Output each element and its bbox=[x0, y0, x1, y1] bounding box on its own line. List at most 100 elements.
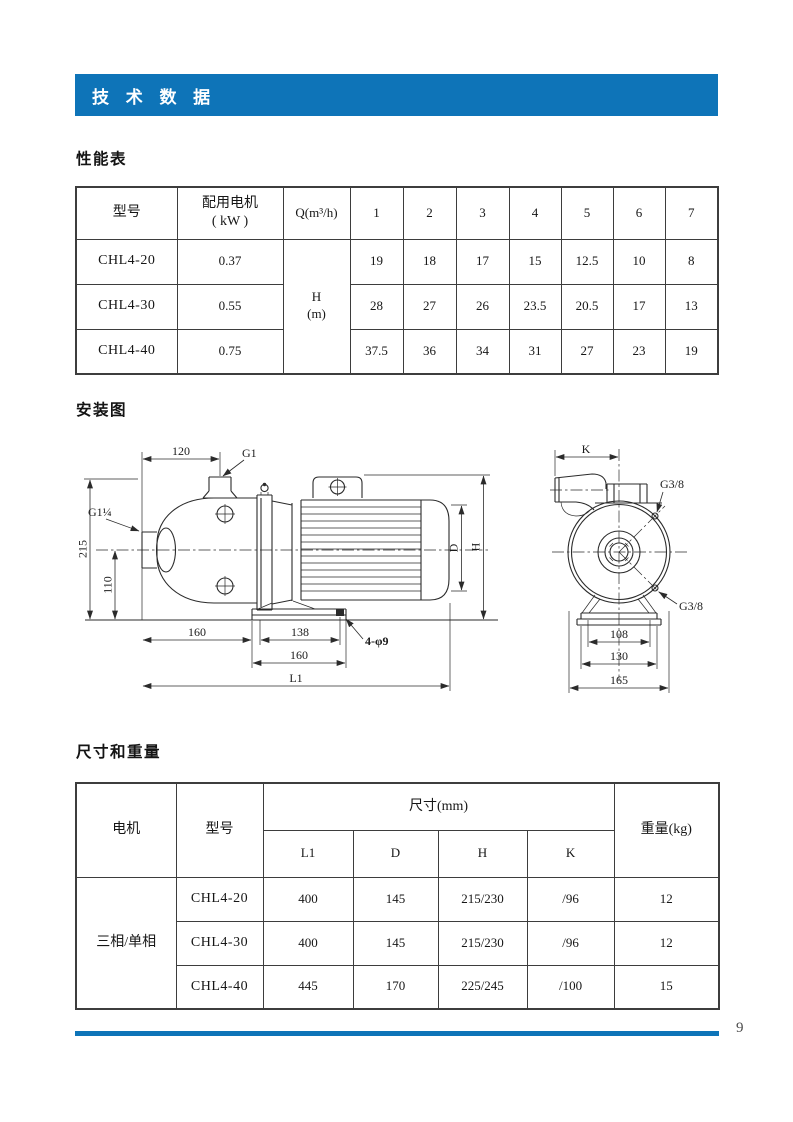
casing-circles bbox=[567, 500, 671, 604]
dim-label-120: 120 bbox=[172, 444, 190, 458]
dim-label-d: D bbox=[447, 543, 461, 552]
perf-col-flow: Q(m³/h) bbox=[282, 186, 351, 240]
perf-flow-4: 4 bbox=[508, 186, 562, 240]
dims-size-k: K bbox=[526, 829, 615, 878]
dims-header-row-2: L1 D H K bbox=[76, 829, 719, 878]
dims-d-value: 170 bbox=[352, 964, 439, 1010]
leader-g38-top bbox=[656, 491, 664, 513]
perf-head-value: 8 bbox=[664, 238, 719, 285]
perf-flow-3: 3 bbox=[455, 186, 510, 240]
pump-front-view-drawing: K G3/8 G3/8 108 130 165 bbox=[550, 442, 703, 693]
support-legs bbox=[581, 594, 657, 614]
perf-head-value: 34 bbox=[455, 328, 510, 375]
leader-g1 bbox=[222, 459, 245, 477]
performance-table: 型号 配用电机 ( kW ) Q(m³/h) 1 2 3 4 5 6 7 CHL… bbox=[75, 186, 719, 375]
perf-model-cell: CHL4-20 bbox=[75, 238, 178, 285]
leader-g38-bottom bbox=[658, 591, 678, 605]
dim-label-h: H bbox=[469, 542, 483, 551]
dims-col-weight: 重量(kg) bbox=[613, 782, 720, 878]
dim-label-130: 130 bbox=[610, 649, 628, 663]
motor-stool-plate bbox=[256, 494, 273, 611]
spout-underside bbox=[560, 501, 592, 517]
dims-k-value: /96 bbox=[526, 920, 615, 966]
perf-flow-7: 7 bbox=[664, 186, 719, 240]
extension-lines bbox=[84, 452, 490, 691]
dim-label-k: K bbox=[582, 442, 591, 456]
perf-model-cell: CHL4-40 bbox=[75, 328, 178, 375]
perf-col-motor-line2: ( kW ) bbox=[211, 214, 249, 230]
perf-head-unit-cell: H (m) bbox=[282, 238, 351, 375]
motor-adapter-cone bbox=[271, 500, 293, 605]
eyebolt bbox=[260, 482, 269, 495]
discharge-spout bbox=[554, 473, 607, 511]
dims-size-l1: L1 bbox=[262, 829, 354, 878]
leader-4-phi9 bbox=[345, 618, 364, 640]
dimensions-heading: 尺寸和重量 bbox=[76, 744, 162, 761]
perf-head-value: 36 bbox=[402, 328, 457, 375]
perf-col-model: 型号 bbox=[75, 186, 178, 240]
dims-size-h: H bbox=[437, 829, 528, 878]
perf-head-value: 15 bbox=[508, 238, 562, 285]
dims-header-row-1: 电机 型号 尺寸(mm) 重量(kg) bbox=[75, 782, 720, 878]
dimensions-table: 电机 型号 尺寸(mm) 重量(kg) L1 D H K 三相/单相 CHL4-… bbox=[75, 782, 721, 1010]
dims-col-model: 型号 bbox=[175, 782, 264, 878]
holes-label-4-phi9: 4-φ9 bbox=[365, 634, 388, 648]
dims-h-value: 225/245 bbox=[437, 964, 528, 1010]
dim-label-165: 165 bbox=[610, 673, 628, 687]
perf-row-chl4-30: CHL4-30 0.55 28 27 26 23.5 20.5 17 13 bbox=[75, 283, 719, 330]
pump-casing bbox=[156, 497, 257, 604]
perf-head-line1: H bbox=[311, 289, 322, 305]
perf-head-value: 13 bbox=[664, 283, 719, 330]
dims-h-value: 215/230 bbox=[437, 876, 528, 922]
drain-plug-top bbox=[651, 512, 659, 520]
perf-head-value: 12.5 bbox=[560, 238, 614, 285]
dims-motor-type-cell: 三相/单相 bbox=[75, 876, 177, 1010]
section-header-title: 技 术 数 据 bbox=[92, 87, 217, 107]
dims-model-cell: CHL4-30 bbox=[175, 920, 264, 966]
perf-col-motor: 配用电机 ( kW ) bbox=[176, 186, 284, 240]
dims-l1-value: 445 bbox=[262, 964, 354, 1010]
dim-label-138: 138 bbox=[291, 625, 309, 639]
footer-accent-line bbox=[75, 1031, 719, 1036]
dim-label-215: 215 bbox=[76, 540, 90, 558]
foot-bolt-hole bbox=[336, 609, 344, 616]
dims-weight-value: 15 bbox=[613, 964, 720, 1010]
perf-row-chl4-40: CHL4-40 0.75 37.5 36 34 31 27 23 19 bbox=[75, 328, 719, 375]
perf-head-value: 26 bbox=[455, 283, 510, 330]
installation-drawings: 120 G1 G1¼ 215 110 D H 160 138 160 L1 4-… bbox=[76, 442, 755, 711]
perf-head-value: 17 bbox=[455, 238, 510, 285]
dims-k-value: /96 bbox=[526, 876, 615, 922]
perf-head-value: 19 bbox=[664, 328, 719, 375]
dim-label-160b: 160 bbox=[290, 648, 308, 662]
perf-header-row: 型号 配用电机 ( kW ) Q(m³/h) 1 2 3 4 5 6 7 bbox=[75, 186, 719, 240]
installation-heading: 安装图 bbox=[76, 402, 128, 419]
perf-flow-5: 5 bbox=[560, 186, 614, 240]
port-label-g1-quarter: G1¼ bbox=[88, 505, 112, 519]
perf-head-value: 31 bbox=[508, 328, 562, 375]
perf-power-cell: 0.37 bbox=[176, 238, 284, 285]
dims-size-d: D bbox=[352, 829, 439, 878]
extension-lines-front bbox=[554, 450, 670, 693]
perf-head-value: 37.5 bbox=[349, 328, 404, 375]
performance-heading: 性能表 bbox=[76, 151, 128, 168]
dims-l1-value: 400 bbox=[262, 920, 354, 966]
perf-flow-2: 2 bbox=[402, 186, 457, 240]
dims-h-value: 215/230 bbox=[437, 920, 528, 966]
centerlines bbox=[550, 449, 688, 681]
dims-weight-value: 12 bbox=[613, 920, 720, 966]
dims-d-value: 145 bbox=[352, 920, 439, 966]
section-header-bar: 技 术 数 据 bbox=[75, 74, 718, 116]
motor-lifting-lug bbox=[312, 476, 363, 498]
base-plate-front bbox=[576, 612, 662, 626]
perf-row-chl4-20: CHL4-20 0.37 H (m) 19 18 17 15 12.5 10 8 bbox=[75, 238, 719, 375]
perf-flow-1: 1 bbox=[349, 186, 404, 240]
dims-row-chl4-20: 三相/单相 CHL4-20 400 145 215/230 /96 12 bbox=[75, 876, 720, 1010]
top-port-box bbox=[595, 483, 662, 504]
page-number: 9 bbox=[736, 1020, 744, 1036]
dims-l1-value: 400 bbox=[262, 876, 354, 922]
pump-side-view-drawing: 120 G1 G1¼ 215 110 D H 160 138 160 L1 4-… bbox=[76, 444, 498, 691]
perf-power-cell: 0.75 bbox=[176, 328, 284, 375]
base-supports bbox=[257, 600, 316, 610]
dims-k-value: /100 bbox=[526, 964, 615, 1010]
